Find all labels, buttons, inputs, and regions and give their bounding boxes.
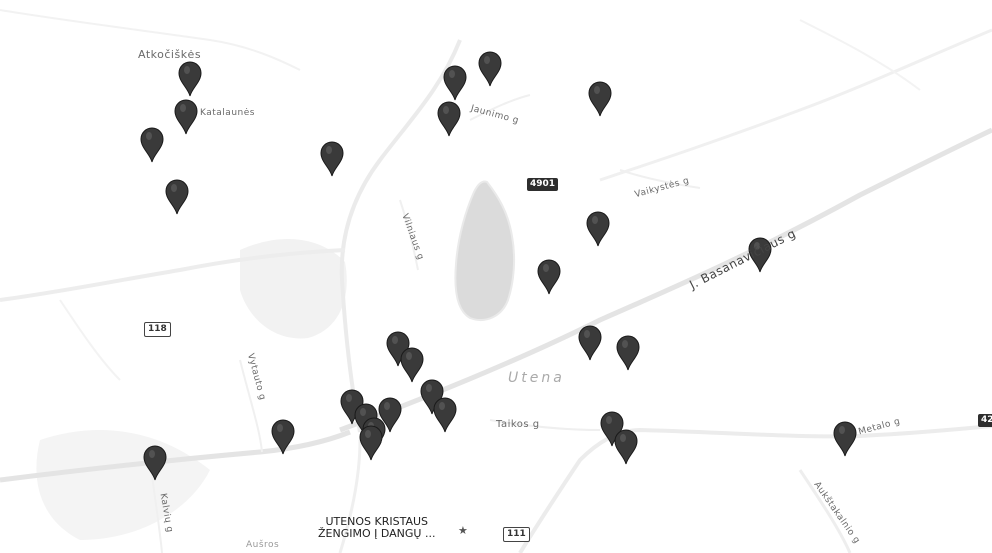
road-local8	[59, 299, 121, 381]
road-shield-42: 42	[978, 414, 992, 427]
label-katalanes: Katalaunės	[200, 108, 255, 118]
road-ne	[599, 28, 992, 182]
map-pin-icon[interactable]	[588, 81, 612, 117]
map-pin-icon[interactable]	[178, 61, 202, 97]
label-utena: Utena	[508, 370, 565, 386]
road-se	[798, 469, 852, 553]
road-vilniaus	[0, 429, 351, 483]
map-pin-icon[interactable]	[443, 65, 467, 101]
road-shield-4901: 4901	[527, 178, 559, 191]
map-pin-icon[interactable]	[378, 397, 402, 433]
label-taikos: Taikos g	[496, 419, 540, 430]
map-pin-icon[interactable]	[400, 347, 424, 383]
road-basanaviciaus	[339, 127, 992, 433]
road-west	[0, 248, 346, 302]
label-atkociskes: Atkočiškės	[138, 48, 202, 61]
map-pin-icon[interactable]	[140, 127, 164, 163]
map-pin-icon[interactable]	[165, 179, 189, 215]
road-shield-118: 118	[144, 322, 171, 337]
road-local7	[489, 419, 601, 431]
map-pin-icon[interactable]	[748, 237, 772, 273]
map-pin-icon[interactable]	[578, 325, 602, 361]
map-pin-icon[interactable]	[174, 99, 198, 135]
road-local6	[469, 94, 531, 121]
road-local9	[799, 19, 921, 91]
road-north	[339, 39, 462, 433]
map-pin-icon[interactable]	[359, 425, 383, 461]
map-pin-icon[interactable]	[614, 429, 638, 465]
road-local1	[239, 359, 263, 453]
lake	[454, 180, 516, 321]
road-shield-111: 111	[503, 527, 530, 542]
map-pin-icon[interactable]	[433, 397, 457, 433]
map-pin-icon[interactable]	[143, 445, 167, 481]
road-local3	[0, 9, 301, 71]
poi-church-line2: ŽENGIMO Į DANGŲ ...	[318, 527, 436, 540]
label-ausros: Aušros	[246, 540, 280, 550]
markers-layer	[140, 51, 857, 481]
map-pin-icon[interactable]	[616, 335, 640, 371]
map-pin-icon[interactable]	[586, 211, 610, 247]
road-local5	[619, 169, 701, 189]
map-pin-icon[interactable]	[437, 101, 461, 137]
map-pin-icon[interactable]	[600, 411, 624, 447]
road-local4	[399, 199, 419, 271]
road-south	[518, 424, 992, 553]
map-pin-icon[interactable]	[478, 51, 502, 87]
map-pin-icon[interactable]	[320, 141, 344, 177]
map-pin-icon[interactable]	[833, 421, 857, 457]
map-pin-icon[interactable]	[271, 419, 295, 455]
poi-church-line1: UTENOS KRISTAUS	[325, 515, 429, 528]
map-pin-icon[interactable]	[537, 259, 561, 295]
road-south2	[338, 439, 362, 553]
star-icon: ★	[458, 524, 468, 537]
poi-church[interactable]: UTENOS KRISTAUS ŽENGIMO Į DANGŲ ...	[318, 516, 435, 540]
